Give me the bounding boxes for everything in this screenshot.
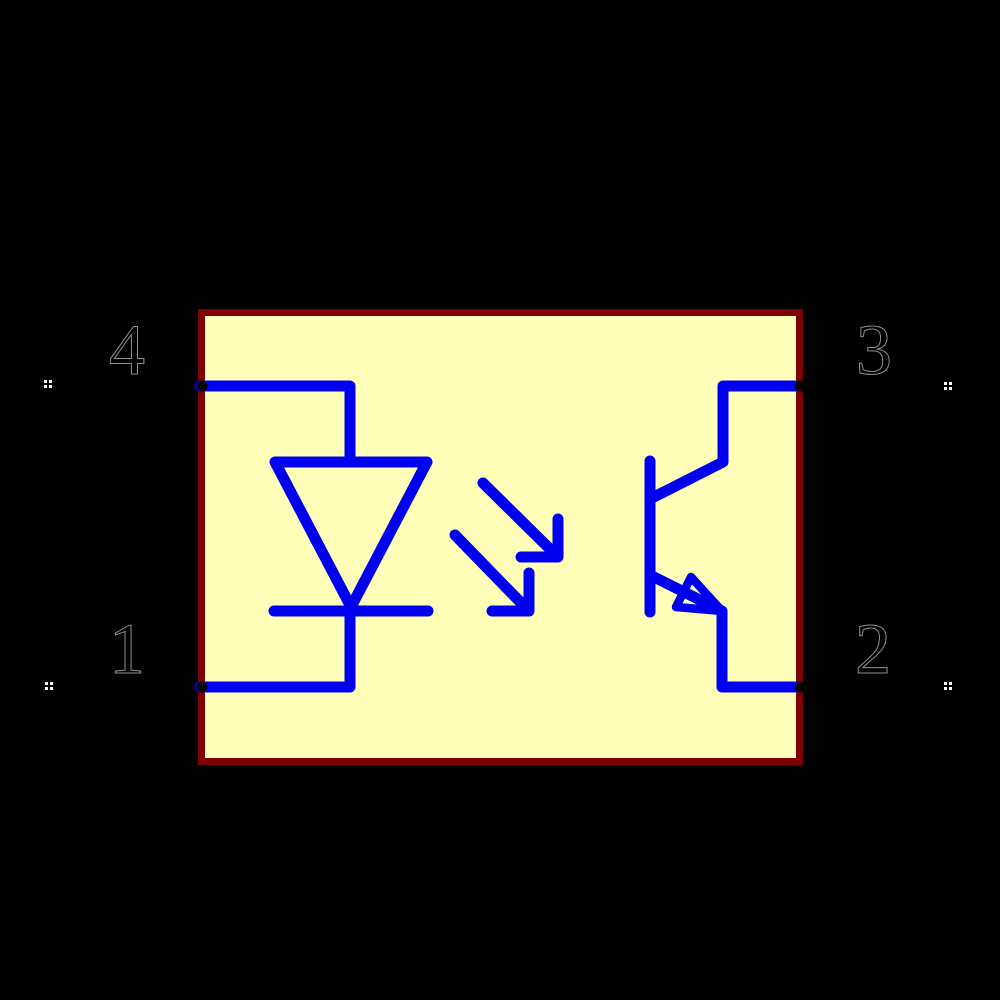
pin-dot-3[interactable] [794,380,806,392]
cathode-wire[interactable] [194,607,356,693]
symbol-body[interactable] [198,309,803,765]
light-arrows-icon [449,477,564,617]
emitter-arrowhead [671,572,727,616]
dangling-marker-pin3 [944,382,952,390]
pin-dot-2[interactable] [794,681,806,693]
dangling-marker-pin2 [944,682,952,690]
pin-number-4: 4 [109,310,145,390]
led-triangle [269,456,433,613]
pin-number-3: 3 [856,310,892,390]
light-arrow-bottom [449,529,535,617]
led-symbol [194,380,434,693]
collector-wire[interactable] [646,380,806,504]
pin-number-1: 1 [109,609,145,689]
dangling-marker-pin1 [45,682,53,690]
dangling-markers [44,380,952,690]
phototransistor-symbol [644,380,806,693]
dangling-marker-pin4 [44,380,52,388]
pin-dots [196,380,806,693]
light-arrow-top [477,477,564,563]
pin-dot-1[interactable] [196,681,208,693]
pin-dot-4[interactable] [196,380,208,392]
pin-number-2: 2 [855,609,891,689]
anode-wire[interactable] [194,380,356,465]
